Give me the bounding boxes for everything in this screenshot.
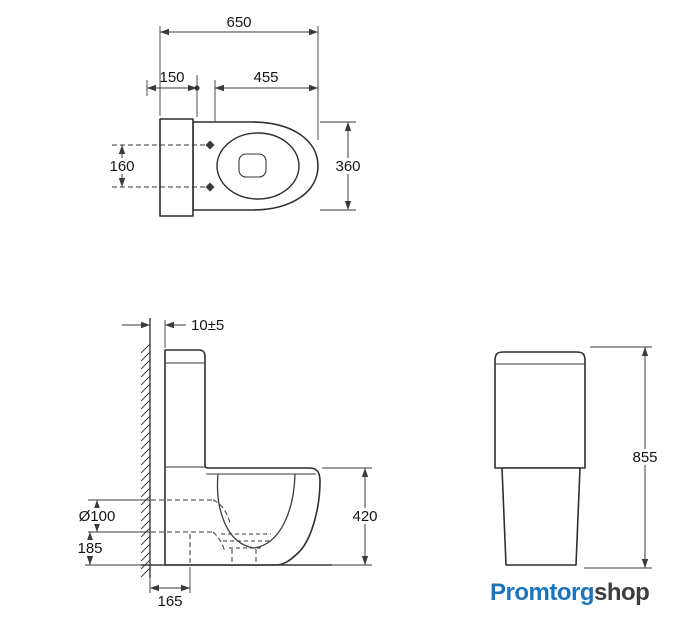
label-backing xyxy=(75,540,105,556)
dim-total-length: 650 xyxy=(226,14,251,31)
dim-bowl-height: 420 xyxy=(352,508,377,525)
logo-part2: shop xyxy=(594,579,649,606)
fixing-hole-centerlines xyxy=(112,144,213,188)
tank-lid-and-seat-lines xyxy=(165,362,316,475)
extension-lines xyxy=(85,320,372,593)
seat-opening xyxy=(216,132,300,200)
hidden-outlet-lines xyxy=(151,499,257,564)
flush-opening xyxy=(238,153,267,178)
logo-text: Promtorgshop xyxy=(490,579,649,606)
wall-hatching xyxy=(140,343,151,578)
tank-front-outline xyxy=(494,351,586,469)
label-backing xyxy=(105,158,139,174)
extension-lines xyxy=(584,346,652,569)
logo-part1: Promtorg xyxy=(490,579,594,606)
dim-seat-length: 455 xyxy=(253,69,278,86)
tank-plan-outline xyxy=(159,118,194,217)
label-backing xyxy=(74,508,120,524)
dim-outlet-height: 185 xyxy=(77,540,102,557)
toilet-side-profile xyxy=(164,349,321,566)
dim-wall-gap: 10±5 xyxy=(191,317,224,334)
side-view: 10±5 Ø100 185 420 165 xyxy=(74,317,382,610)
dim-outlet-diameter: Ø100 xyxy=(79,508,116,525)
top-view: 650 150 455 160 360 xyxy=(105,14,365,217)
label-backing xyxy=(628,449,662,465)
dimension-lines xyxy=(121,31,349,210)
dim-width: 360 xyxy=(335,158,360,175)
fixing-hole-markers xyxy=(205,140,215,192)
outlet-pipe-lines xyxy=(88,499,150,533)
label-backing xyxy=(331,158,365,174)
front-view: 855 xyxy=(494,346,662,569)
dim-total-height: 855 xyxy=(632,449,657,466)
dim-fixing-spacing: 160 xyxy=(109,158,134,175)
water-level-lines xyxy=(221,533,271,549)
pedestal-front-outline xyxy=(501,467,581,566)
dim-tank-depth: 150 xyxy=(159,69,184,86)
logo: Promtorgshop xyxy=(490,579,650,606)
dim-outlet-offset: 165 xyxy=(157,593,182,610)
label-backing xyxy=(348,508,382,524)
